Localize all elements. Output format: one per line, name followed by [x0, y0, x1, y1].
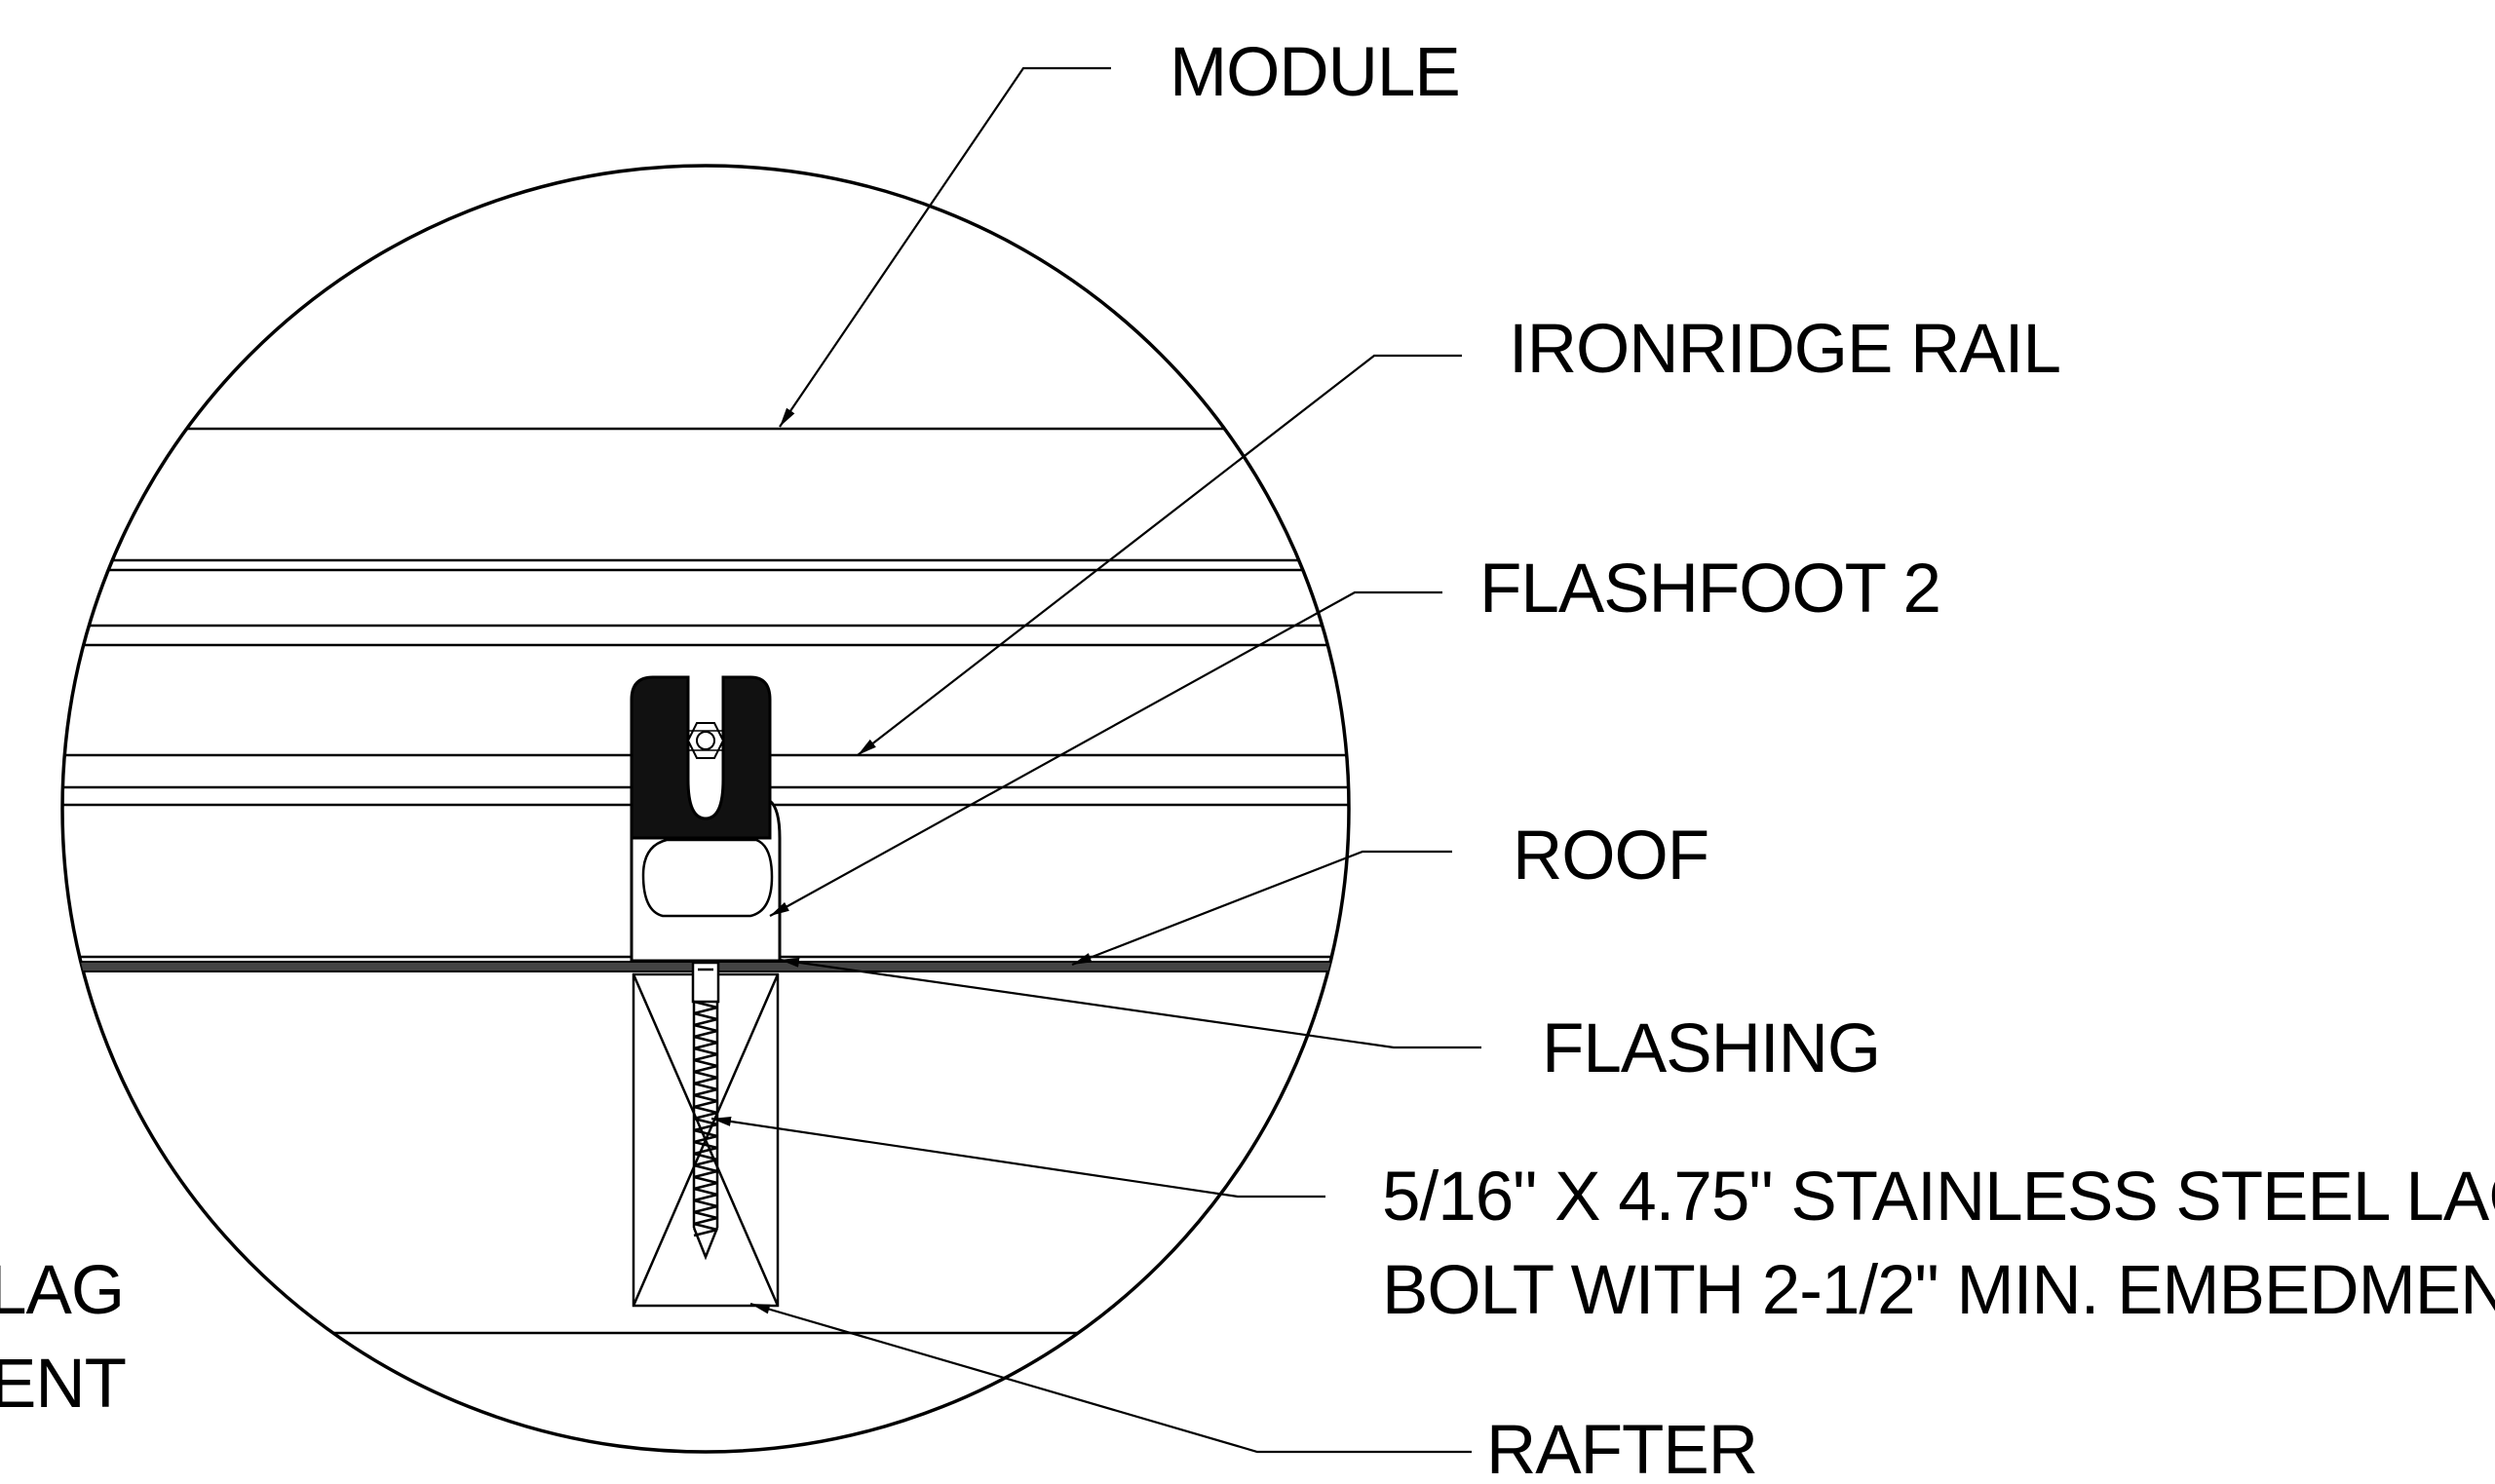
label-module: MODULE — [1170, 34, 1460, 111]
label-cutoff-line1: LAG — [0, 1252, 124, 1329]
label-cutoff-line2: ENT — [0, 1346, 126, 1423]
roof-surface — [62, 961, 1349, 972]
leader-lines — [710, 66, 1481, 1454]
label-ironridge-rail: IRONRIDGE RAIL — [1509, 311, 2060, 388]
lag-bolt — [691, 961, 720, 1261]
label-flashfoot: FLASHFOOT 2 — [1479, 551, 1940, 628]
label-lag-bolt-line1: 5/16" X 4.75" STAINLESS STEEL LAG — [1382, 1159, 2495, 1236]
label-rafter: RAFTER — [1486, 1412, 1757, 1484]
clamp-bolt-head — [686, 722, 725, 759]
leader-flashing — [779, 957, 1481, 1049]
detail-circle — [60, 164, 1351, 1454]
label-flashing: FLASHING — [1542, 1010, 1880, 1087]
label-roof: ROOF — [1513, 818, 1708, 894]
leader-ironridge-rail — [857, 354, 1462, 756]
leader-module — [779, 66, 1111, 428]
leader-rafter — [749, 1302, 1472, 1454]
flashfoot-clamp — [630, 675, 772, 840]
label-lag-bolt-line2: BOLT WITH 2-1/2" MIN. EMBEDMENT — [1382, 1252, 2495, 1329]
leader-flashfoot — [769, 590, 1442, 917]
flashfoot-body — [630, 799, 782, 963]
leader-lag-bolt — [710, 1116, 1325, 1199]
leader-roof — [1071, 850, 1452, 967]
